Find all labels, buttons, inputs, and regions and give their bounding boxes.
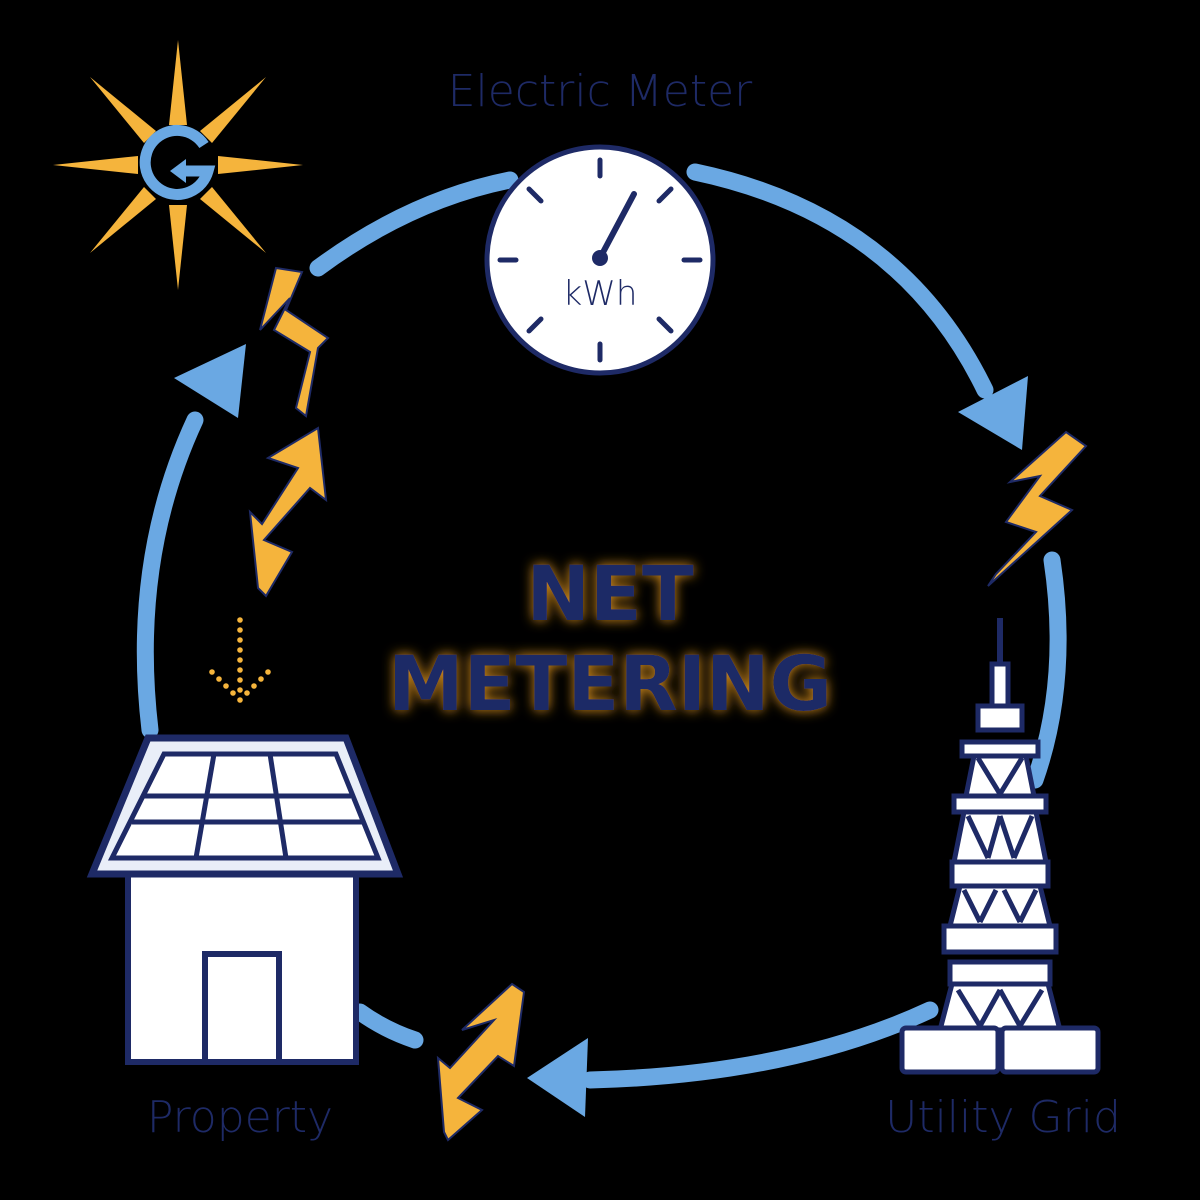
lightning-icon: [436, 982, 526, 1142]
meter-needle: [597, 191, 637, 261]
lightning-icon: [259, 266, 330, 418]
house-icon: [86, 734, 404, 1065]
arc-left: [136, 411, 204, 739]
sun-icon: [53, 40, 303, 290]
tower-icon: [899, 618, 1101, 1075]
arc-right: [1026, 551, 1067, 789]
down-arrow-icon: [209, 617, 271, 703]
logo-icon: [139, 124, 216, 203]
title-line-2: METERING: [388, 639, 832, 728]
solar-panel-icon: [86, 734, 404, 878]
arc-bottom-right: [581, 1001, 939, 1089]
arc-top-right: [686, 163, 994, 399]
arc-bottom-left: [351, 1003, 424, 1049]
page-title: NET METERING: [388, 549, 832, 728]
meter-icon: kWh: [484, 144, 716, 376]
cycle-arrows: [136, 163, 1067, 1089]
electric-meter-label: Electric Meter: [448, 66, 753, 117]
arc-top-left: [309, 171, 519, 277]
title-line-1: NET: [526, 549, 694, 638]
meter-unit-label: kWh: [563, 274, 638, 314]
arrow-icon: [958, 376, 1028, 450]
lightning-icon: [987, 430, 1088, 587]
house-door: [202, 951, 282, 1065]
arrow-icon: [174, 344, 246, 418]
utility-grid-label: Utility Grid: [885, 1092, 1121, 1143]
lightning-icon: [248, 426, 328, 598]
property-label: Property: [147, 1092, 333, 1143]
arrow-icon: [527, 1038, 588, 1117]
